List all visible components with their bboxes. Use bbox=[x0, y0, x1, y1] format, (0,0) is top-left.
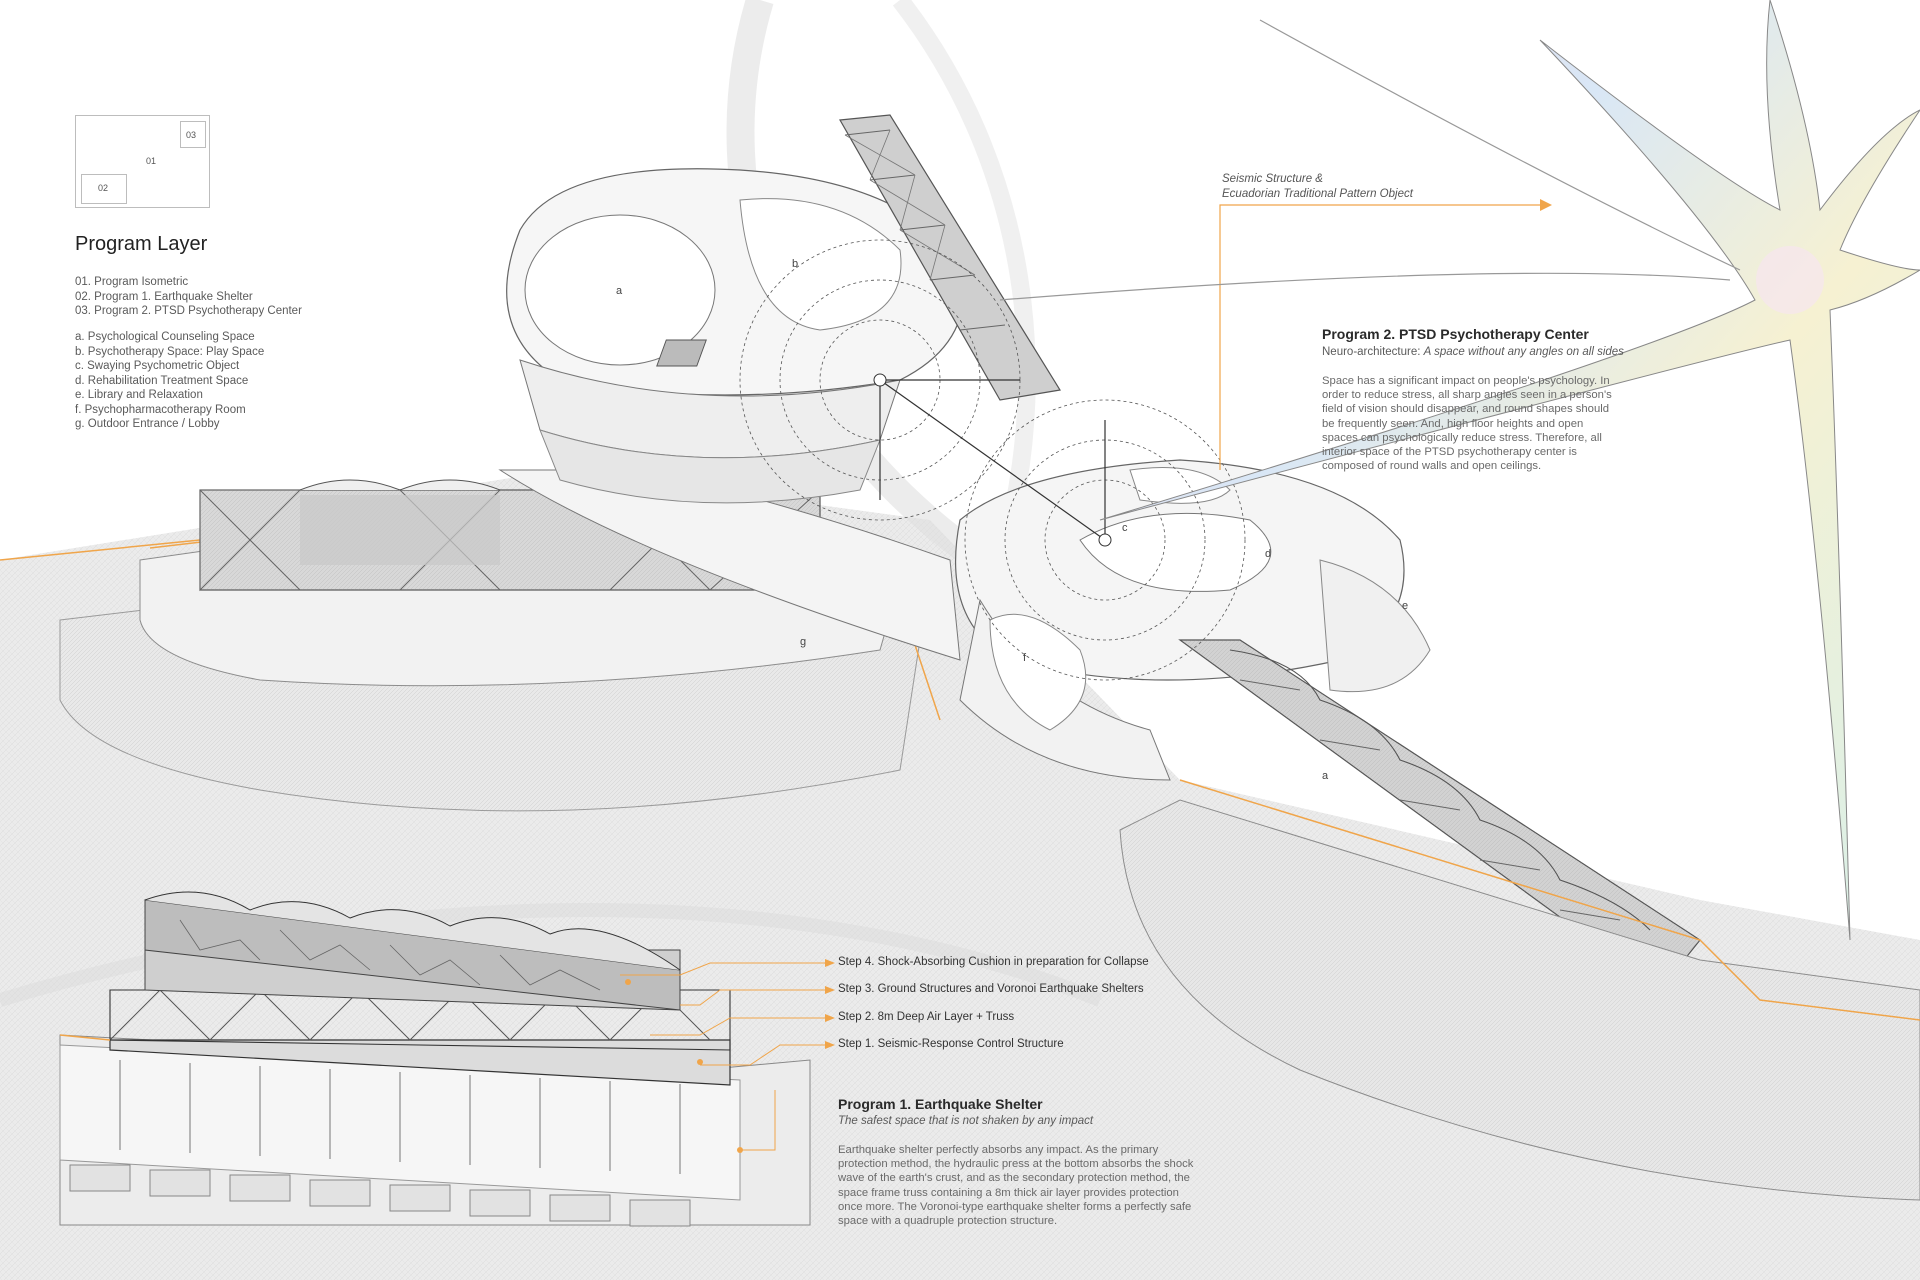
ptsd-title: Program 2. PTSD Psychotherapy Center bbox=[1322, 326, 1589, 342]
seismic-annotation-line1: Seismic Structure & bbox=[1222, 173, 1323, 185]
space-label-d: d bbox=[1265, 548, 1272, 560]
program-layer-title: Program Layer bbox=[75, 233, 208, 255]
shelter-section bbox=[59, 891, 811, 1227]
program-list: 01. Program Isometric 02. Program 1. Ear… bbox=[75, 275, 302, 319]
key-plan-01: 01 bbox=[146, 156, 157, 166]
ptsd-body: Space has a significant impact on people… bbox=[1322, 375, 1612, 473]
ptsd-subtitle: Neuro-architecture: A space without any … bbox=[1322, 346, 1624, 358]
space-item: c. Swaying Psychometric Object bbox=[75, 360, 240, 372]
key-plan-03: 03 bbox=[186, 130, 197, 140]
program-item: 03. Program 2. PTSD Psychotherapy Center bbox=[75, 305, 302, 317]
truss-tower bbox=[839, 114, 1061, 401]
space-label-e: e bbox=[1402, 600, 1409, 612]
space-item: b. Psychotherapy Space: Play Space bbox=[75, 345, 265, 358]
seismic-annotation-line2: Ecuadorian Traditional Pattern Object bbox=[1222, 188, 1413, 200]
seismic-annotation: Seismic Structure & Ecuadorian Tradition… bbox=[1222, 172, 1413, 202]
space-label-f: f bbox=[1023, 652, 1027, 664]
shelter-subtitle-text: The safest space that is not shaken by a… bbox=[838, 1115, 1094, 1127]
space-item: g. Outdoor Entrance / Lobby bbox=[75, 418, 220, 430]
space-item: f. Psychopharmacotherapy Room bbox=[75, 403, 246, 416]
shelter-outline-orange bbox=[59, 1034, 111, 1041]
upper-pod bbox=[506, 168, 965, 504]
step-leaders bbox=[620, 962, 825, 1151]
annotation-leader bbox=[1219, 204, 1540, 470]
step-3-label: Step 3. Ground Structures and Voronoi Ea… bbox=[838, 983, 1144, 995]
seismic-star-object bbox=[999, 0, 1920, 941]
shelter-subtitle: The safest space that is not shaken by a… bbox=[838, 1115, 1093, 1127]
space-list: a. Psychological Counseling Space b. Psy… bbox=[75, 330, 264, 432]
space-label-a-arm: a bbox=[1322, 770, 1329, 782]
program-item: 02. Program 1. Earthquake Shelter bbox=[75, 290, 253, 303]
space-item: a. Psychological Counseling Space bbox=[75, 331, 255, 343]
step-2-label: Step 2. 8m Deep Air Layer + Truss bbox=[838, 1011, 1015, 1023]
space-label-a: a bbox=[616, 285, 623, 297]
shelter-title: Program 1. Earthquake Shelter bbox=[838, 1096, 1043, 1112]
space-label-c: c bbox=[1122, 522, 1128, 534]
ptsd-subtitle-lead: Neuro-architecture: bbox=[1322, 346, 1424, 358]
space-label-g: g bbox=[800, 636, 807, 648]
key-plan-02: 02 bbox=[98, 183, 109, 193]
step-4-label: Step 4. Shock-Absorbing Cushion in prepa… bbox=[838, 956, 1149, 968]
program-item: 01. Program Isometric bbox=[75, 276, 189, 288]
ptsd-subtitle-italic: A space without any angles on all sides bbox=[1423, 346, 1624, 358]
space-label-b: b bbox=[792, 258, 799, 270]
right-outline-orange bbox=[1179, 779, 1920, 1021]
space-item: d. Rehabilitation Treatment Space bbox=[75, 374, 249, 387]
step-1-label: Step 1. Seismic-Response Control Structu… bbox=[838, 1038, 1064, 1050]
shelter-body: Earthquake shelter perfectly absorbs any… bbox=[838, 1144, 1194, 1228]
space-item: e. Library and Relaxation bbox=[75, 389, 203, 401]
key-plan: 01 02 03 bbox=[75, 115, 210, 208]
